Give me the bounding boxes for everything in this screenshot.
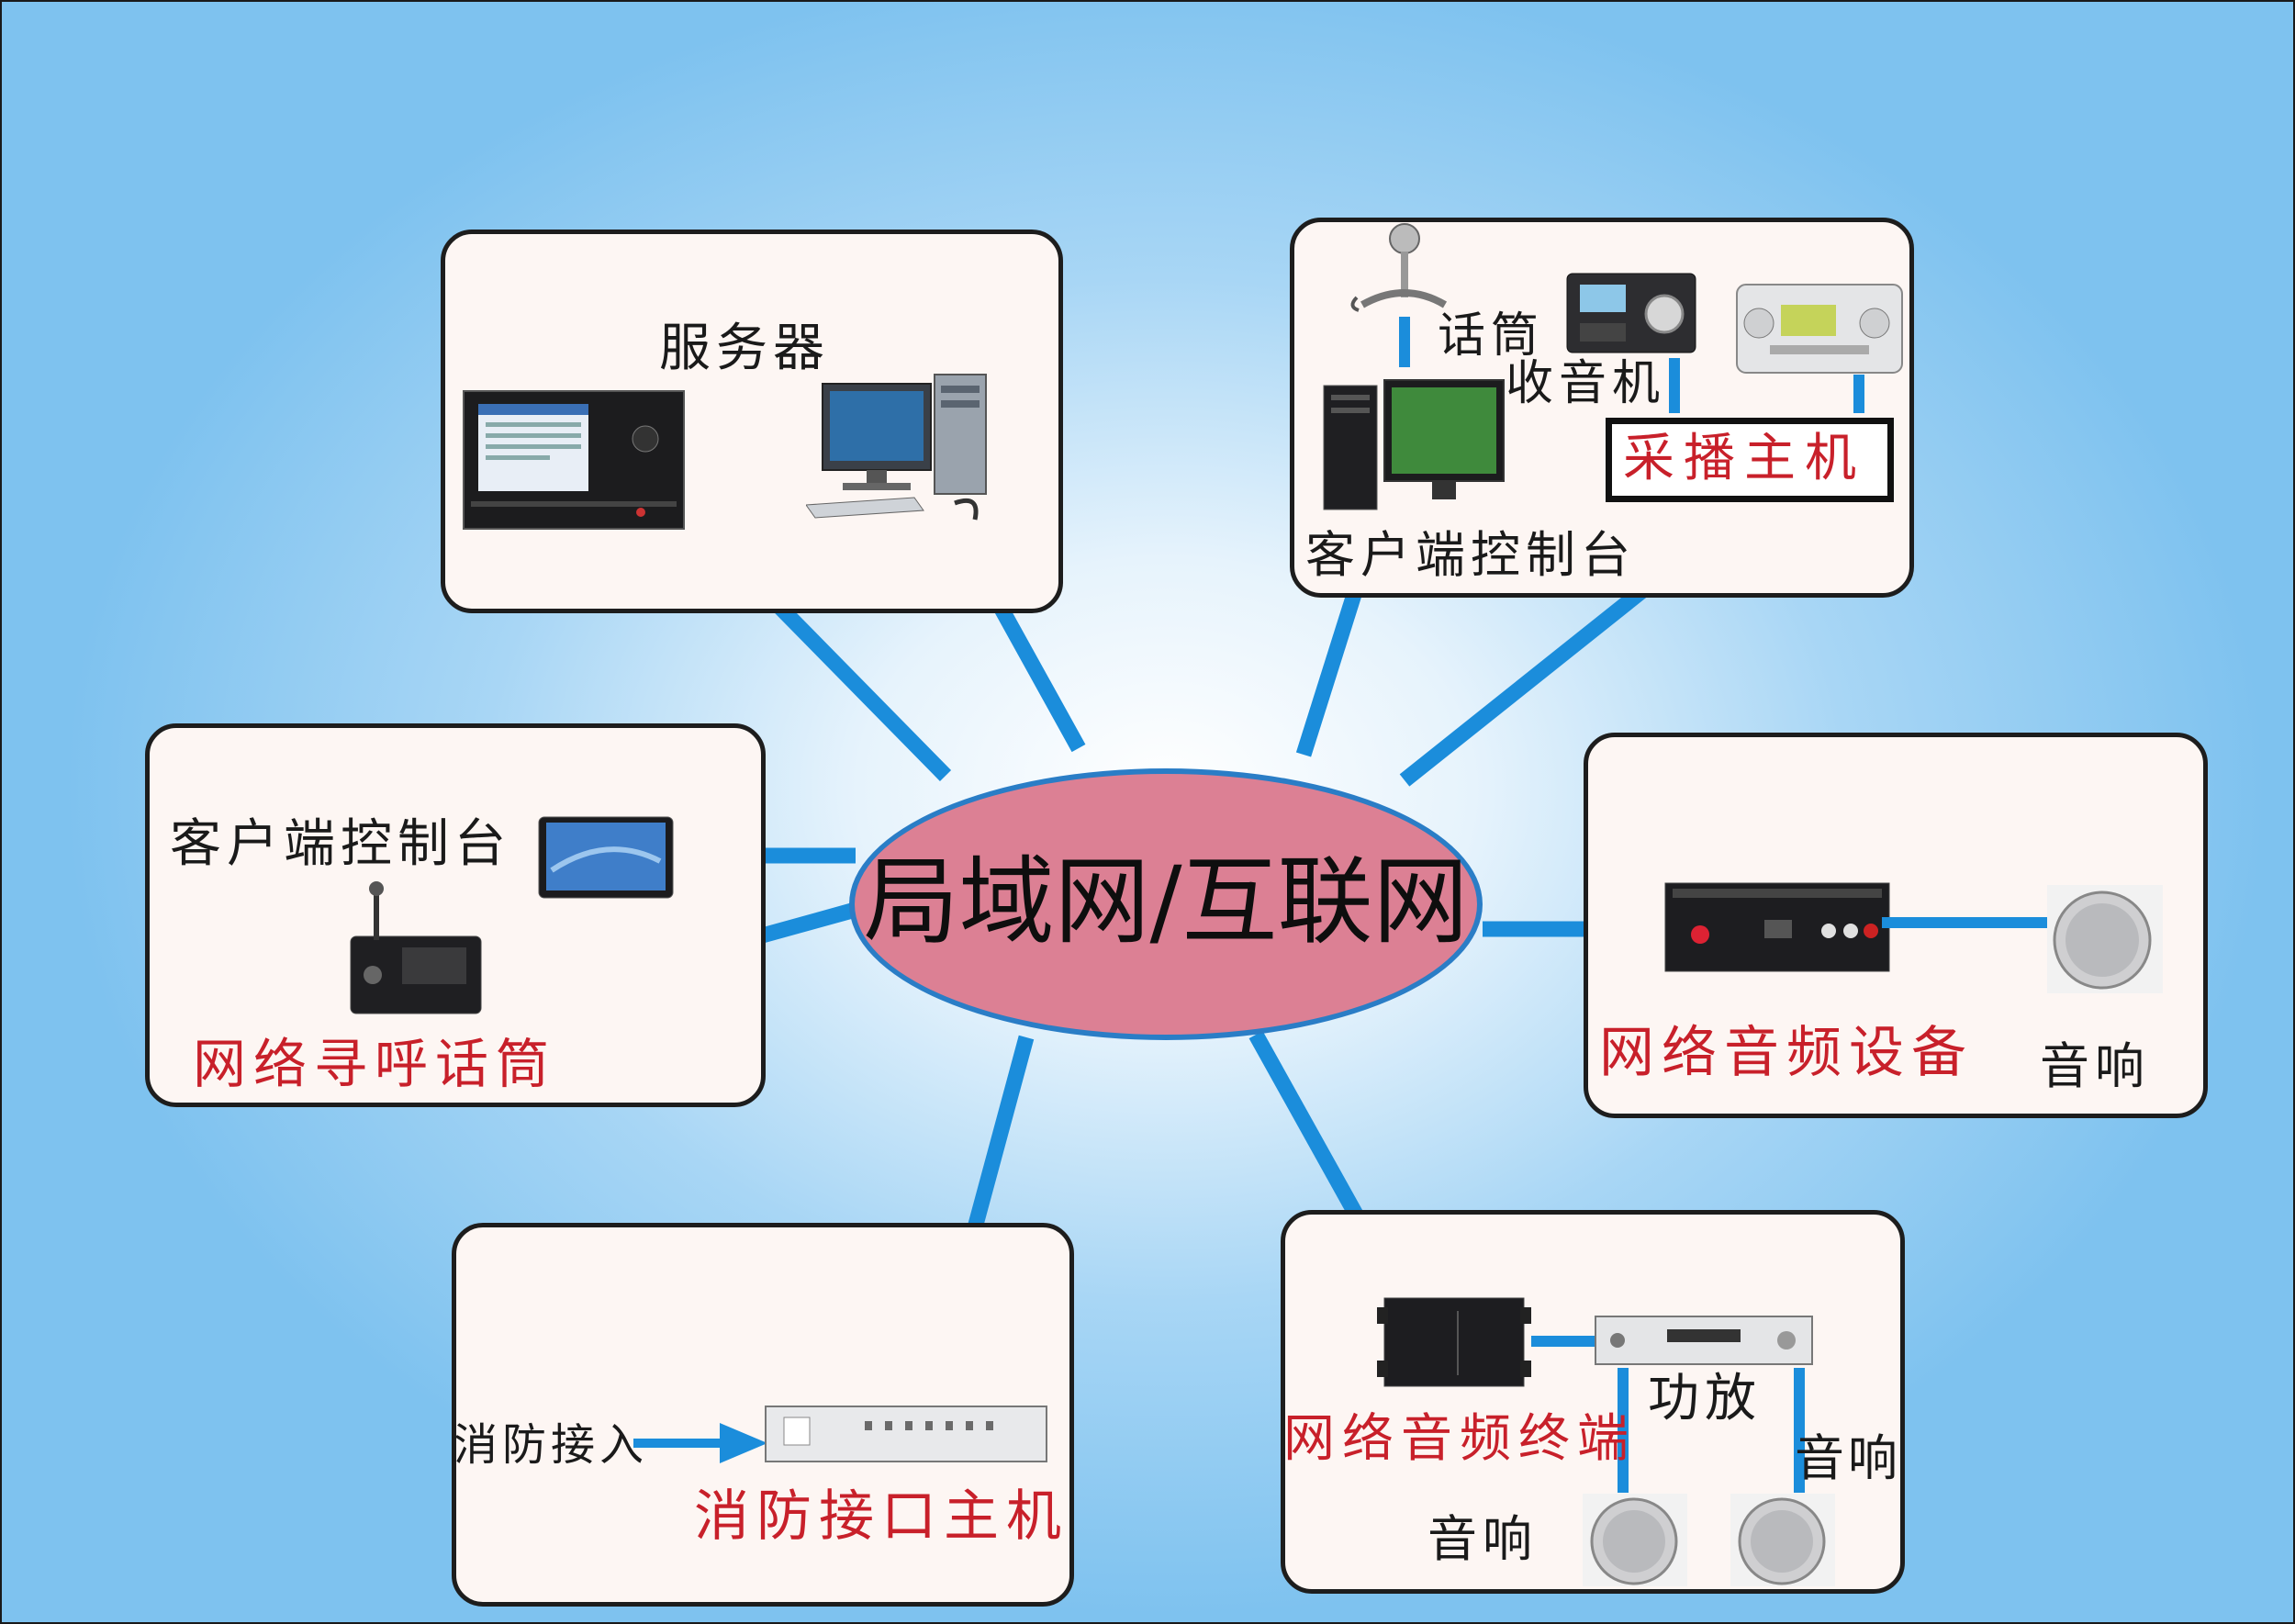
client-console-pc-icon — [1323, 379, 1505, 510]
radio-icon — [1566, 273, 1696, 353]
acquisition-mic-label: 话筒 — [1438, 308, 1545, 364]
acquisition-internal-links — [1399, 317, 1864, 413]
acquisition-client-console-label: 客户端控制台 — [1305, 526, 1636, 584]
network-audio-device-icon — [1664, 882, 1890, 972]
ceiling-speaker-icon — [2047, 885, 2163, 993]
radio-label: 收音机 — [1506, 356, 1666, 411]
paging-panel — [145, 723, 766, 1107]
audio-device-speaker-label: 音响 — [2040, 1037, 2150, 1095]
terminal-speaker-label-left: 音响 — [1427, 1510, 1538, 1568]
server-pc-icon — [806, 374, 987, 521]
fire-interface-host-label: 消防接口主机 — [694, 1484, 1069, 1549]
fire-interface-host-icon — [765, 1406, 1047, 1462]
paging-client-console-label: 客户端控制台 — [170, 814, 511, 874]
fire-input-arrow-icon — [633, 1423, 767, 1463]
server-rack-icon — [463, 390, 685, 530]
ceiling-speaker-right-icon — [1730, 1494, 1835, 1586]
network-audio-terminal-icon — [1377, 1297, 1531, 1387]
terminal-to-amp-link-icon — [1531, 1336, 1595, 1347]
network-audio-terminal-label: 网络音频终端 — [1283, 1409, 1636, 1469]
amplifier-label: 功放 — [1648, 1369, 1762, 1428]
fire-input-label: 消防接入 — [453, 1419, 649, 1471]
paging-microphone-icon — [350, 881, 482, 1014]
acquisition-host-label: 采播主机 — [1623, 429, 1865, 488]
power-amplifier-icon — [1595, 1316, 1813, 1365]
server-label: 服务器 — [659, 319, 830, 378]
hub-label: 局域网/互联网 — [863, 846, 1469, 958]
acquisition-host-label-box — [1606, 418, 1894, 502]
acquisition-host-device-icon — [1736, 284, 1903, 374]
terminal-speaker-label-right: 音响 — [1795, 1429, 1901, 1487]
ceiling-speaker-left-icon — [1583, 1494, 1687, 1586]
hub-ellipse — [849, 768, 1483, 1040]
audio-device-link-icon — [1882, 917, 2066, 928]
network-audio-device-label: 网络音频设备 — [1599, 1021, 1974, 1085]
microphone-icon — [1350, 223, 1448, 312]
tablet-console-icon — [538, 816, 674, 899]
paging-mic-label: 网络寻呼话筒 — [193, 1033, 557, 1095]
amp-speaker-links-icon — [1618, 1368, 1805, 1493]
